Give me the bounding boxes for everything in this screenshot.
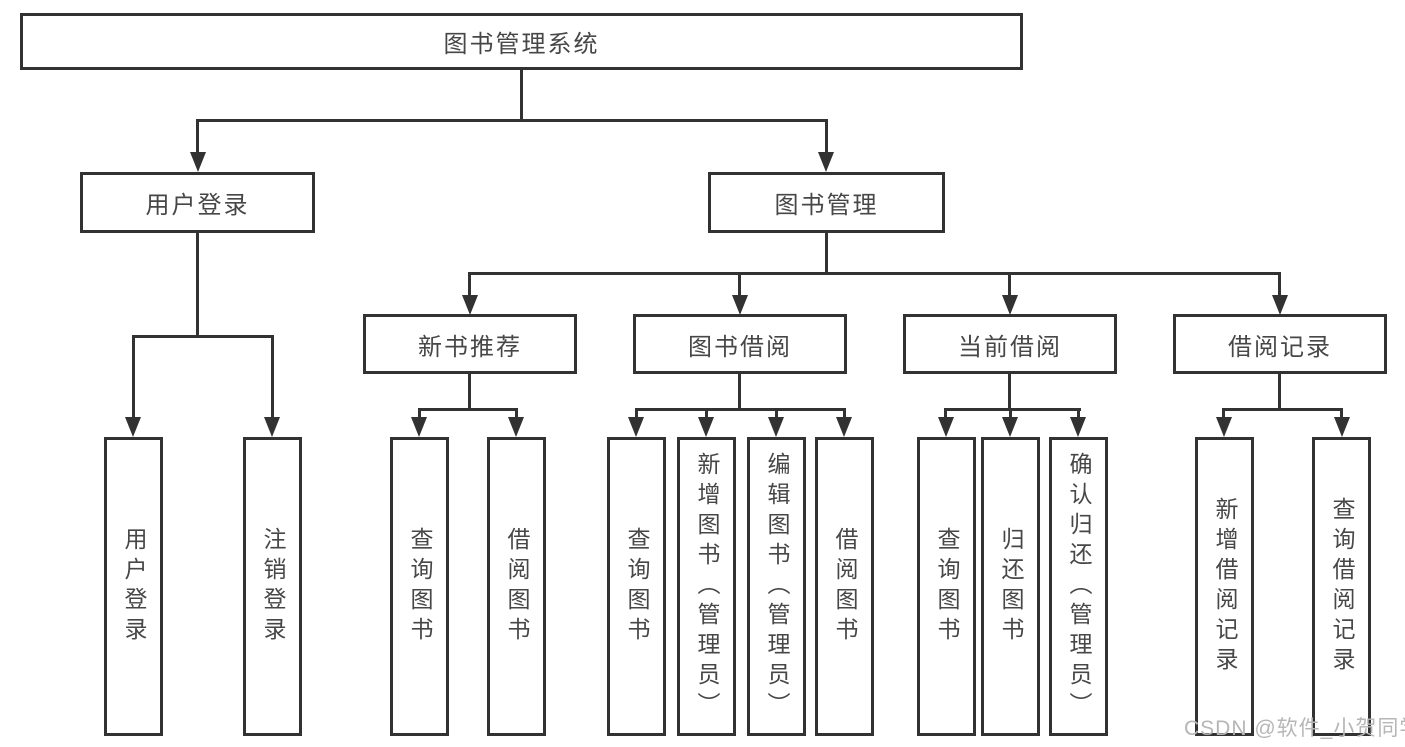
node-root: 图书管理系统 bbox=[20, 13, 1023, 70]
arrowhead-down-icon bbox=[1334, 417, 1350, 437]
connector-records-drop bbox=[1278, 374, 1281, 411]
leaf-query-books-label: 查询图书 bbox=[407, 526, 433, 647]
leaf-add-borrow-record: 新增借阅记录 bbox=[1195, 437, 1254, 736]
leaf-return-books-label: 归还图书 bbox=[998, 526, 1024, 647]
arrowhead-down-icon bbox=[411, 417, 427, 437]
arrowhead-down-icon bbox=[768, 417, 784, 437]
connector-shaft bbox=[944, 408, 947, 420]
arrowhead-down-icon bbox=[1216, 417, 1232, 437]
connector-login-split bbox=[132, 335, 274, 338]
connector-shaft bbox=[132, 335, 135, 419]
node-current-borrow: 当前借阅 bbox=[903, 314, 1117, 374]
leaf-borrow-books-label: 借阅图书 bbox=[832, 526, 858, 647]
arrowhead-down-icon bbox=[628, 417, 644, 437]
connector-root-drop bbox=[520, 70, 523, 122]
connector-shaft bbox=[843, 408, 846, 420]
leaf-return-books: 归还图书 bbox=[981, 437, 1040, 736]
leaf-logout-label: 注销登录 bbox=[260, 526, 286, 647]
leaf-add-book-admin-label: 新增图书（管理员） bbox=[694, 451, 720, 722]
arrowhead-down-icon bbox=[732, 295, 748, 315]
arrowhead-down-icon bbox=[264, 417, 280, 437]
connector-current-drop bbox=[1008, 374, 1011, 411]
connector-shaft bbox=[271, 335, 274, 419]
leaf-borrow-books-label: 借阅图书 bbox=[504, 526, 530, 647]
node-book-borrow: 图书借阅 bbox=[633, 314, 847, 374]
leaf-query-borrow-record-label: 查询借阅记录 bbox=[1329, 496, 1355, 677]
connector-recommend-drop bbox=[468, 374, 471, 411]
arrowhead-down-icon bbox=[508, 417, 524, 437]
node-book-borrow-label: 图书借阅 bbox=[688, 333, 792, 361]
node-book-management-label: 图书管理 bbox=[774, 192, 879, 219]
connector-login-drop bbox=[196, 233, 199, 338]
connector-shaft bbox=[515, 408, 518, 420]
connector-shaft bbox=[635, 408, 638, 420]
arrowhead-down-icon bbox=[1272, 295, 1288, 315]
node-new-book-recommend-label: 新书推荐 bbox=[418, 333, 522, 361]
connector-borrow-split bbox=[635, 408, 846, 411]
connector-shaft bbox=[418, 408, 421, 420]
leaf-add-book-admin: 新增图书（管理员） bbox=[677, 437, 736, 736]
node-book-management: 图书管理 bbox=[708, 172, 945, 233]
connector-borrow-drop bbox=[738, 374, 741, 411]
node-user-login-label: 用户登录 bbox=[145, 192, 250, 219]
connector-level3-split bbox=[468, 272, 1281, 275]
node-current-borrow-label: 当前借阅 bbox=[958, 333, 1062, 361]
arrowhead-down-icon bbox=[1002, 417, 1018, 437]
csdn-watermark: CSDN @软件_小贺同学 bbox=[1184, 717, 1405, 740]
node-root-label: 图书管理系统 bbox=[443, 31, 600, 58]
node-borrow-records-label: 借阅记录 bbox=[1228, 333, 1332, 361]
connector-shaft bbox=[1278, 272, 1281, 297]
leaf-borrow-books-2: 借阅图书 bbox=[815, 437, 874, 736]
leaf-edit-book-admin: 编辑图书（管理员） bbox=[747, 437, 806, 736]
connector-shaft bbox=[1077, 408, 1080, 420]
arrowhead-down-icon bbox=[125, 417, 141, 437]
connector-shaft bbox=[775, 408, 778, 420]
arrowhead-down-icon bbox=[836, 417, 852, 437]
connector-bookmgmt-drop bbox=[825, 233, 828, 275]
connector-login-shaft bbox=[196, 119, 199, 154]
leaf-query-books-2: 查询图书 bbox=[607, 437, 666, 736]
arrowhead-down-icon bbox=[190, 152, 206, 172]
node-user-login: 用户登录 bbox=[80, 172, 315, 233]
connector-shaft bbox=[705, 408, 708, 420]
leaf-user-login: 用户登录 bbox=[104, 437, 163, 736]
arrowhead-down-icon bbox=[1070, 417, 1086, 437]
connector-shaft bbox=[1008, 272, 1011, 297]
leaf-confirm-return-admin: 确认归还（管理员） bbox=[1049, 437, 1108, 736]
connector-shaft bbox=[468, 272, 471, 297]
leaf-user-login-label: 用户登录 bbox=[121, 526, 147, 647]
connector-records-split bbox=[1222, 408, 1343, 411]
connector-shaft bbox=[1340, 408, 1343, 420]
connector-shaft bbox=[1222, 408, 1225, 420]
node-new-book-recommend: 新书推荐 bbox=[363, 314, 577, 374]
leaf-query-books-1: 查询图书 bbox=[390, 437, 449, 736]
node-borrow-records: 借阅记录 bbox=[1173, 314, 1387, 374]
leaf-query-borrow-record: 查询借阅记录 bbox=[1312, 437, 1371, 736]
leaf-query-books-label: 查询图书 bbox=[624, 526, 650, 647]
leaf-edit-book-admin-label: 编辑图书（管理员） bbox=[764, 451, 790, 722]
arrowhead-down-icon bbox=[698, 417, 714, 437]
connector-shaft bbox=[738, 272, 741, 297]
leaf-confirm-return-admin-label: 确认归还（管理员） bbox=[1066, 451, 1092, 722]
arrowhead-down-icon bbox=[1002, 295, 1018, 315]
connector-shaft bbox=[1009, 408, 1012, 420]
leaf-query-books-3: 查询图书 bbox=[917, 437, 976, 736]
leaf-query-books-label: 查询图书 bbox=[934, 526, 960, 647]
leaf-add-borrow-record-label: 新增借阅记录 bbox=[1212, 496, 1238, 677]
connector-recommend-split bbox=[418, 408, 518, 411]
leaf-logout: 注销登录 bbox=[243, 437, 302, 736]
arrowhead-down-icon bbox=[938, 417, 954, 437]
connector-bookmgmt-shaft bbox=[825, 119, 828, 154]
arrowhead-down-icon bbox=[462, 295, 478, 315]
arrowhead-down-icon bbox=[818, 152, 834, 172]
leaf-borrow-books-1: 借阅图书 bbox=[487, 437, 546, 736]
connector-current-split bbox=[944, 408, 1081, 411]
connector-level2-split bbox=[196, 119, 828, 122]
